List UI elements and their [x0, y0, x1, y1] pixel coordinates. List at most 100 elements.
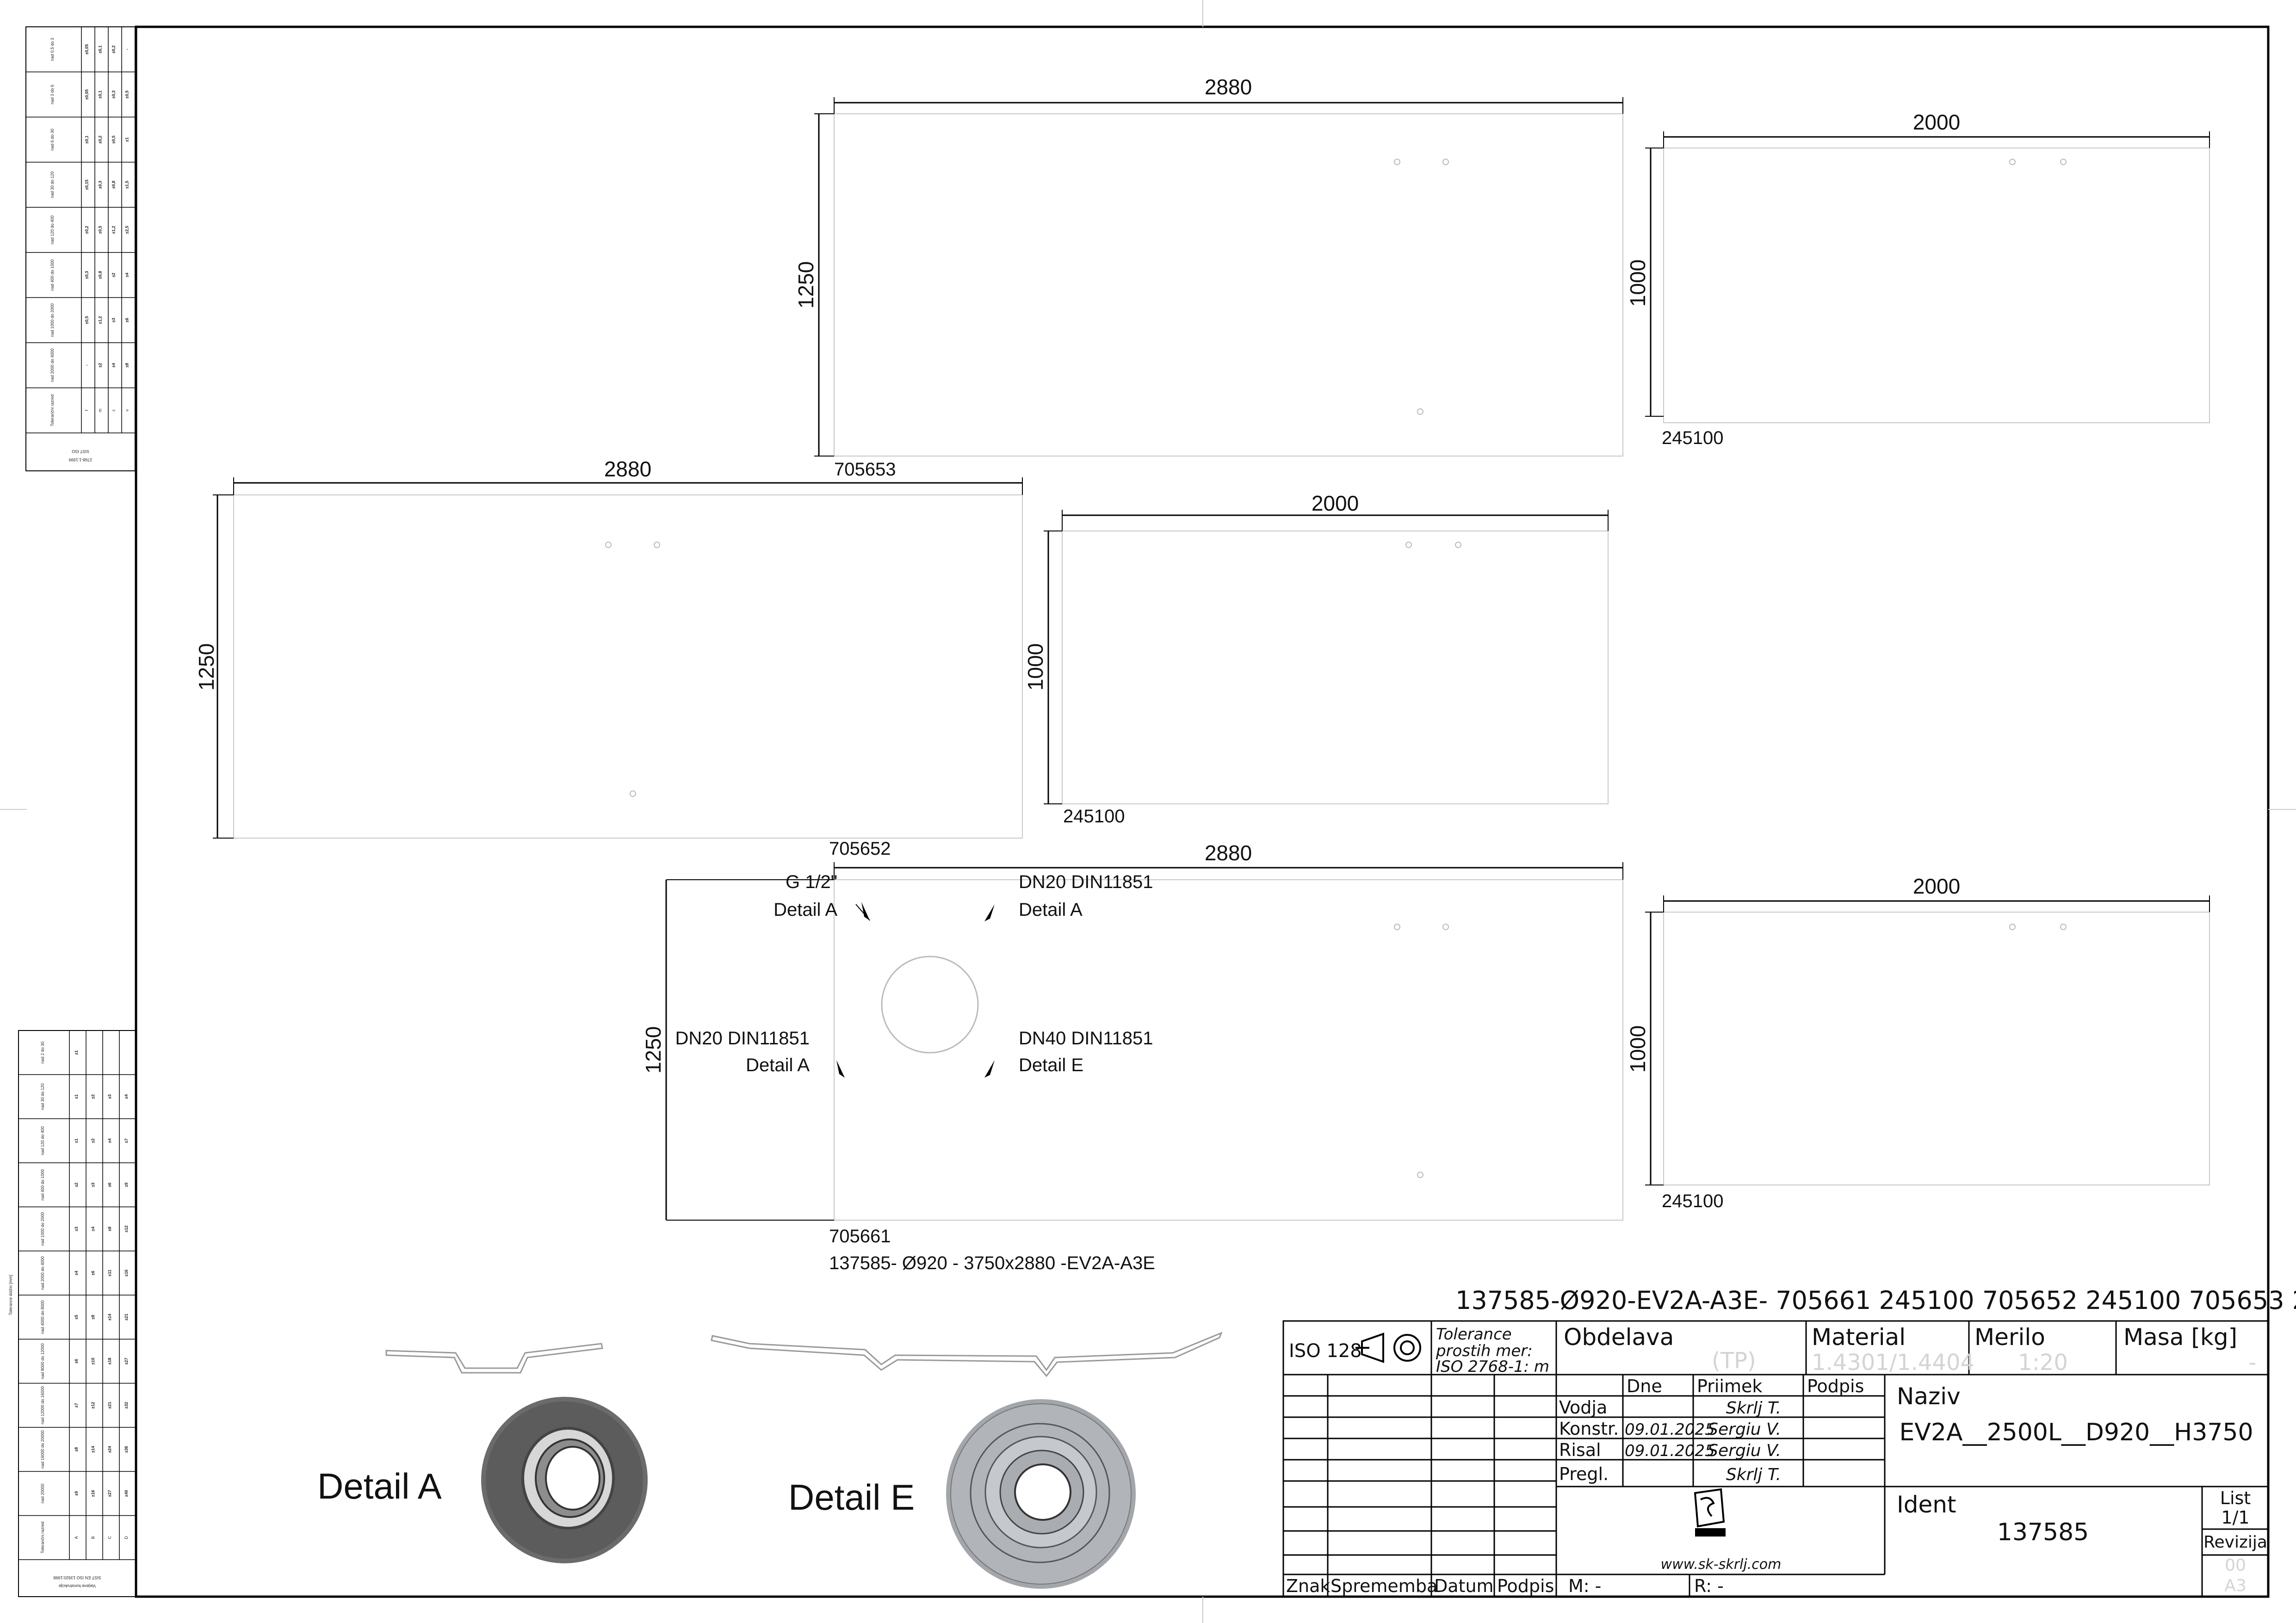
- leader-arrow: [984, 904, 995, 921]
- tolerance-range: nad 2 do 30: [40, 1042, 45, 1064]
- plate-width-dim: 2000: [1913, 874, 1960, 898]
- detail-label: Detail E: [788, 1477, 915, 1518]
- tolerance-value: ±0,1: [98, 91, 103, 99]
- tolerance-value: ±21: [107, 1402, 112, 1409]
- tolerance-value: ±0,5: [125, 91, 130, 99]
- list-value: 1/1: [2221, 1507, 2249, 1528]
- plate-height-dim: 1250: [794, 261, 818, 309]
- callout-line1: DN40 DIN11851: [1019, 1028, 1153, 1049]
- obdelava-value: (TP): [1712, 1348, 1756, 1374]
- tolerance-value: -: [85, 364, 89, 366]
- row-role: Konstr.: [1559, 1419, 1619, 1439]
- tolerance-value: ±0,1: [85, 136, 89, 143]
- plate-245100-bottom: 2000 1000 245100: [1626, 874, 2210, 1211]
- tolerance-value: ±2: [91, 1094, 95, 1099]
- tolerance-value: ±0,8: [111, 181, 116, 189]
- tolerance-value: ±2: [111, 273, 116, 278]
- row-date: 09.01.2025: [1625, 1442, 1715, 1460]
- part-label: 137585- Ø920 - 3750x2880 -EV2A-A3E: [829, 1253, 1155, 1273]
- callout-line2: Detail A: [774, 900, 837, 920]
- tolerance-class: m: [98, 408, 103, 412]
- plate-id: 705653: [834, 459, 896, 480]
- merilo-value: 1:20: [2018, 1350, 2068, 1376]
- title-block: [1282, 1320, 2269, 1598]
- tolerance-range: nad 30 do 120: [40, 1083, 45, 1110]
- tolerance-range: nad 2000 do 4000: [50, 348, 55, 382]
- row-name: Sergiu V.: [1708, 1420, 1781, 1439]
- tolerance-range: nad 400 do 1000: [40, 1169, 45, 1201]
- naziv-label: Naziv: [1897, 1383, 1961, 1410]
- tolerance-range: nad 30 do 120: [50, 172, 55, 198]
- tolerance-value: ±4: [91, 1227, 95, 1231]
- tolerance-range: nad 4000 do 8000: [40, 1300, 45, 1334]
- callout-line1: G 1/2": [786, 872, 837, 892]
- row-name: Skrlj T.: [1726, 1465, 1781, 1484]
- row-role: Vodja: [1559, 1397, 1607, 1418]
- tolerance-value: ±4: [74, 1271, 79, 1275]
- tolerance-value: ±0,15: [85, 179, 89, 190]
- tolerance-range: nad 8000 do 12000: [40, 1343, 45, 1379]
- tolerance-value: ±8: [91, 1315, 95, 1320]
- col-dne: Dne: [1627, 1376, 1662, 1396]
- tolerance-value: ±16: [124, 1270, 129, 1277]
- plate-id: 245100: [1063, 806, 1125, 827]
- tolerance-value: ±3: [91, 1183, 95, 1187]
- tolerance-class: v: [125, 409, 130, 411]
- tolerance-value: ±32: [124, 1402, 129, 1409]
- table-footer: 2768-1:1999: [69, 457, 93, 462]
- row-name: Sergiu V.: [1708, 1441, 1781, 1460]
- tolerance-value: ±9: [74, 1491, 79, 1496]
- format-value: A3: [2224, 1576, 2246, 1595]
- detail-a-section: [385, 1343, 603, 1374]
- tolerance-value: ±0,5: [111, 136, 116, 143]
- tolerance-value: ±12: [124, 1226, 129, 1233]
- tolerance-range: nad 16000 do 20000: [40, 1430, 45, 1469]
- tolerance-value: ±27: [124, 1358, 129, 1365]
- tolerance-value: ±0,2: [85, 226, 89, 234]
- masa-label: Masa [kg]: [2123, 1324, 2237, 1351]
- masa-value: -: [2248, 1350, 2256, 1376]
- tolerance-value: ±0,8: [98, 271, 103, 279]
- plate-height-dim: 1000: [1626, 259, 1650, 307]
- r-label: R: -: [1694, 1576, 1724, 1596]
- tolerance-class-header: Tolerančni razred: [40, 1522, 45, 1554]
- callout-line1: DN20 DIN11851: [1019, 872, 1153, 892]
- naziv-value: EV2A__2500L__D920__H3750: [1899, 1419, 2253, 1446]
- table-footer: SIST ISO: [72, 449, 89, 454]
- plate-height-dim: 1250: [194, 643, 218, 691]
- tolerance-value: ±0,3: [98, 181, 103, 189]
- tolerance-value: ±4: [124, 1094, 129, 1099]
- tolerance-group-header: Tolerance dolžin [mm]: [8, 1275, 13, 1315]
- tolerance-line-1: Tolerance: [1436, 1325, 1512, 1344]
- sheet-title: 137585-Ø920-EV2A-A3E- 705661 245100 7056…: [1455, 1286, 2296, 1315]
- sheet-frame: [135, 25, 2270, 1598]
- plate-width-dim: 2880: [1205, 75, 1252, 99]
- tolerance-value: ±8: [125, 363, 130, 368]
- tolerance-value: -: [125, 49, 130, 50]
- tolerance-value: ±18: [107, 1358, 112, 1365]
- rev-podpis: Podpis: [1497, 1576, 1554, 1596]
- plate-width-dim: 2880: [1205, 841, 1252, 865]
- callout-line2: Detail A: [1019, 900, 1083, 920]
- plate-height-dim: 1250: [641, 1026, 665, 1074]
- detail-label: Detail A: [317, 1466, 442, 1506]
- tolerance-value: ±4: [125, 273, 130, 278]
- plate-245100-top: 2000 1000 245100: [1626, 110, 2210, 448]
- tolerance-value: ±2: [91, 1138, 95, 1143]
- tolerance-range: nad 400 do 1000: [50, 259, 55, 291]
- m-label: M: -: [1568, 1576, 1601, 1596]
- tolerance-range: nad 12000 do 16000: [40, 1386, 45, 1425]
- ident-value: 137585: [1997, 1518, 2089, 1546]
- tolerance-value: ±8: [107, 1227, 112, 1231]
- plate-height-dim: 1000: [1626, 1025, 1650, 1073]
- tolerance-value: ±0,3: [85, 271, 89, 279]
- plate-245100-middle: 2000 1000 245100: [1023, 491, 1609, 827]
- row-role: Pregl.: [1559, 1464, 1609, 1484]
- col-podpis: Podpis: [1807, 1376, 1864, 1396]
- detail-e-view: Detail E: [711, 1332, 1223, 1589]
- obdelava-label: Obdelava: [1564, 1324, 1674, 1351]
- tolerance-range: nad 2000 do 4000: [40, 1256, 45, 1290]
- tolerance-range: nad 120 do 400: [50, 216, 55, 245]
